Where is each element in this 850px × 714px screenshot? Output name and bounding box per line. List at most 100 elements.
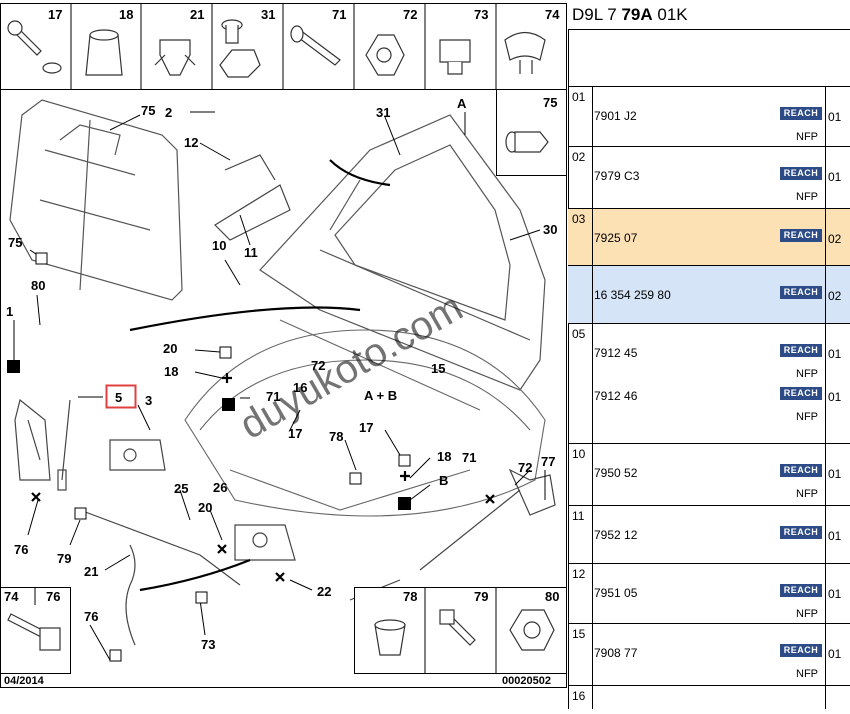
parts-row[interactable]: 16 [568,685,850,709]
title-prefix: D9L 7 [572,5,622,24]
nfp-label: NFP [796,411,818,423]
reach-badge: REACH [780,387,822,400]
callout-12: 2 [165,105,172,120]
callout-21: 79 [57,551,71,566]
callout-74: 74 [545,7,560,22]
callout-71: 18 [437,449,451,464]
reach-badge: REACH [780,644,822,657]
row-separator [592,209,593,266]
callout-72: B [439,473,448,488]
part-reference[interactable]: 7925 07 [594,231,638,245]
callout-26: 25 [174,481,188,496]
row-index: 15 [572,627,586,641]
nfp-label: NFP [796,131,818,143]
part-reference[interactable]: 16 354 259 80 [594,288,671,302]
quantity: 01 [828,529,842,543]
quantity: 01 [828,170,842,184]
reach-badge: REACH [780,526,822,539]
parts-row[interactable]: 11 7952 12 REACH 01 [568,505,850,564]
reach-badge: REACH [780,229,822,242]
callout-75: 75 [543,95,557,110]
callout-2: 75 [141,103,155,118]
part-reference[interactable]: 7951 05 [594,586,638,600]
quantity: 02 [828,289,842,303]
row-index: 12 [572,567,586,581]
parts-row[interactable]: 16 354 259 80 REACH 02 [568,265,850,324]
row-separator [592,624,593,686]
callout-76: 20 [198,500,212,515]
quantity: 01 [828,587,842,601]
callout-B: 71 [462,450,476,465]
model-code-title: D9L 7 79A 01K [572,5,688,25]
nfp-label: NFP [796,488,818,500]
row-separator [825,564,826,624]
callout-a-plus-b: 16 [293,380,307,395]
part-reference[interactable]: 7952 12 [594,528,638,542]
part-reference[interactable]: 7979 C3 [594,169,640,183]
part-reference[interactable]: 7950 52 [594,466,638,480]
row-index: 02 [572,150,586,164]
reach-badge: REACH [780,286,822,299]
row-separator [825,624,826,686]
callout-25: 77 [541,454,555,469]
callout-71: 71 [332,7,346,22]
row-separator [592,564,593,624]
quantity: 02 [828,232,842,246]
highlighted-callout-box[interactable] [105,384,137,409]
row-separator [592,506,593,564]
row-separator [825,324,826,444]
title-divider [568,29,850,30]
callout-A: 10 [212,238,226,253]
callout-77: 72 [518,460,532,475]
row-index: 11 [572,509,585,523]
callout-80: 80 [545,589,559,604]
reach-badge: REACH [780,464,822,477]
callout-79: 76 [14,542,28,557]
row-separator [592,87,593,147]
callout-71: 18 [164,364,178,379]
callout-18: 20 [163,341,177,356]
row-index: 16 [572,689,586,703]
row-separator [825,506,826,564]
callout-20: 3 [145,393,152,408]
panel-left-border [568,30,569,709]
quantity: 01 [828,347,842,361]
row-index: 01 [572,90,586,104]
row-separator [825,444,826,506]
part-reference[interactable]: 7901 J2 [594,109,637,123]
callout-72: 72 [403,7,417,22]
callout-76: 74 [4,589,19,604]
reach-badge: REACH [780,167,822,180]
row-index: 03 [572,212,586,226]
callout-10: 11 [244,245,258,260]
part-reference[interactable]: 7908 77 [594,646,638,660]
callout-11: 12 [184,135,198,150]
callout-77: 76 [46,589,60,604]
reach-badge: REACH [780,344,822,357]
nfp-label: NFP [796,368,818,380]
part-reference[interactable]: 7912 45 [594,346,638,360]
part-reference[interactable]: 7912 46 [594,389,638,403]
callout-17: 17 [288,426,302,441]
callout-16: 72 [311,358,325,373]
quantity: 01 [828,467,842,481]
callout-15: A + B [364,388,397,403]
callout-22: 21 [84,564,98,579]
quantity: 01 [828,110,842,124]
reach-badge: REACH [780,584,822,597]
row-separator [592,444,593,506]
nfp-label: NFP [796,191,818,203]
parts-row[interactable]: 03 7925 07 REACH 02 [568,208,850,266]
callout-75: 75 [8,235,22,250]
callout-18: 17 [359,420,373,435]
row-separator [592,324,593,444]
callout-31: 31 [261,7,275,22]
row-separator [825,87,826,147]
